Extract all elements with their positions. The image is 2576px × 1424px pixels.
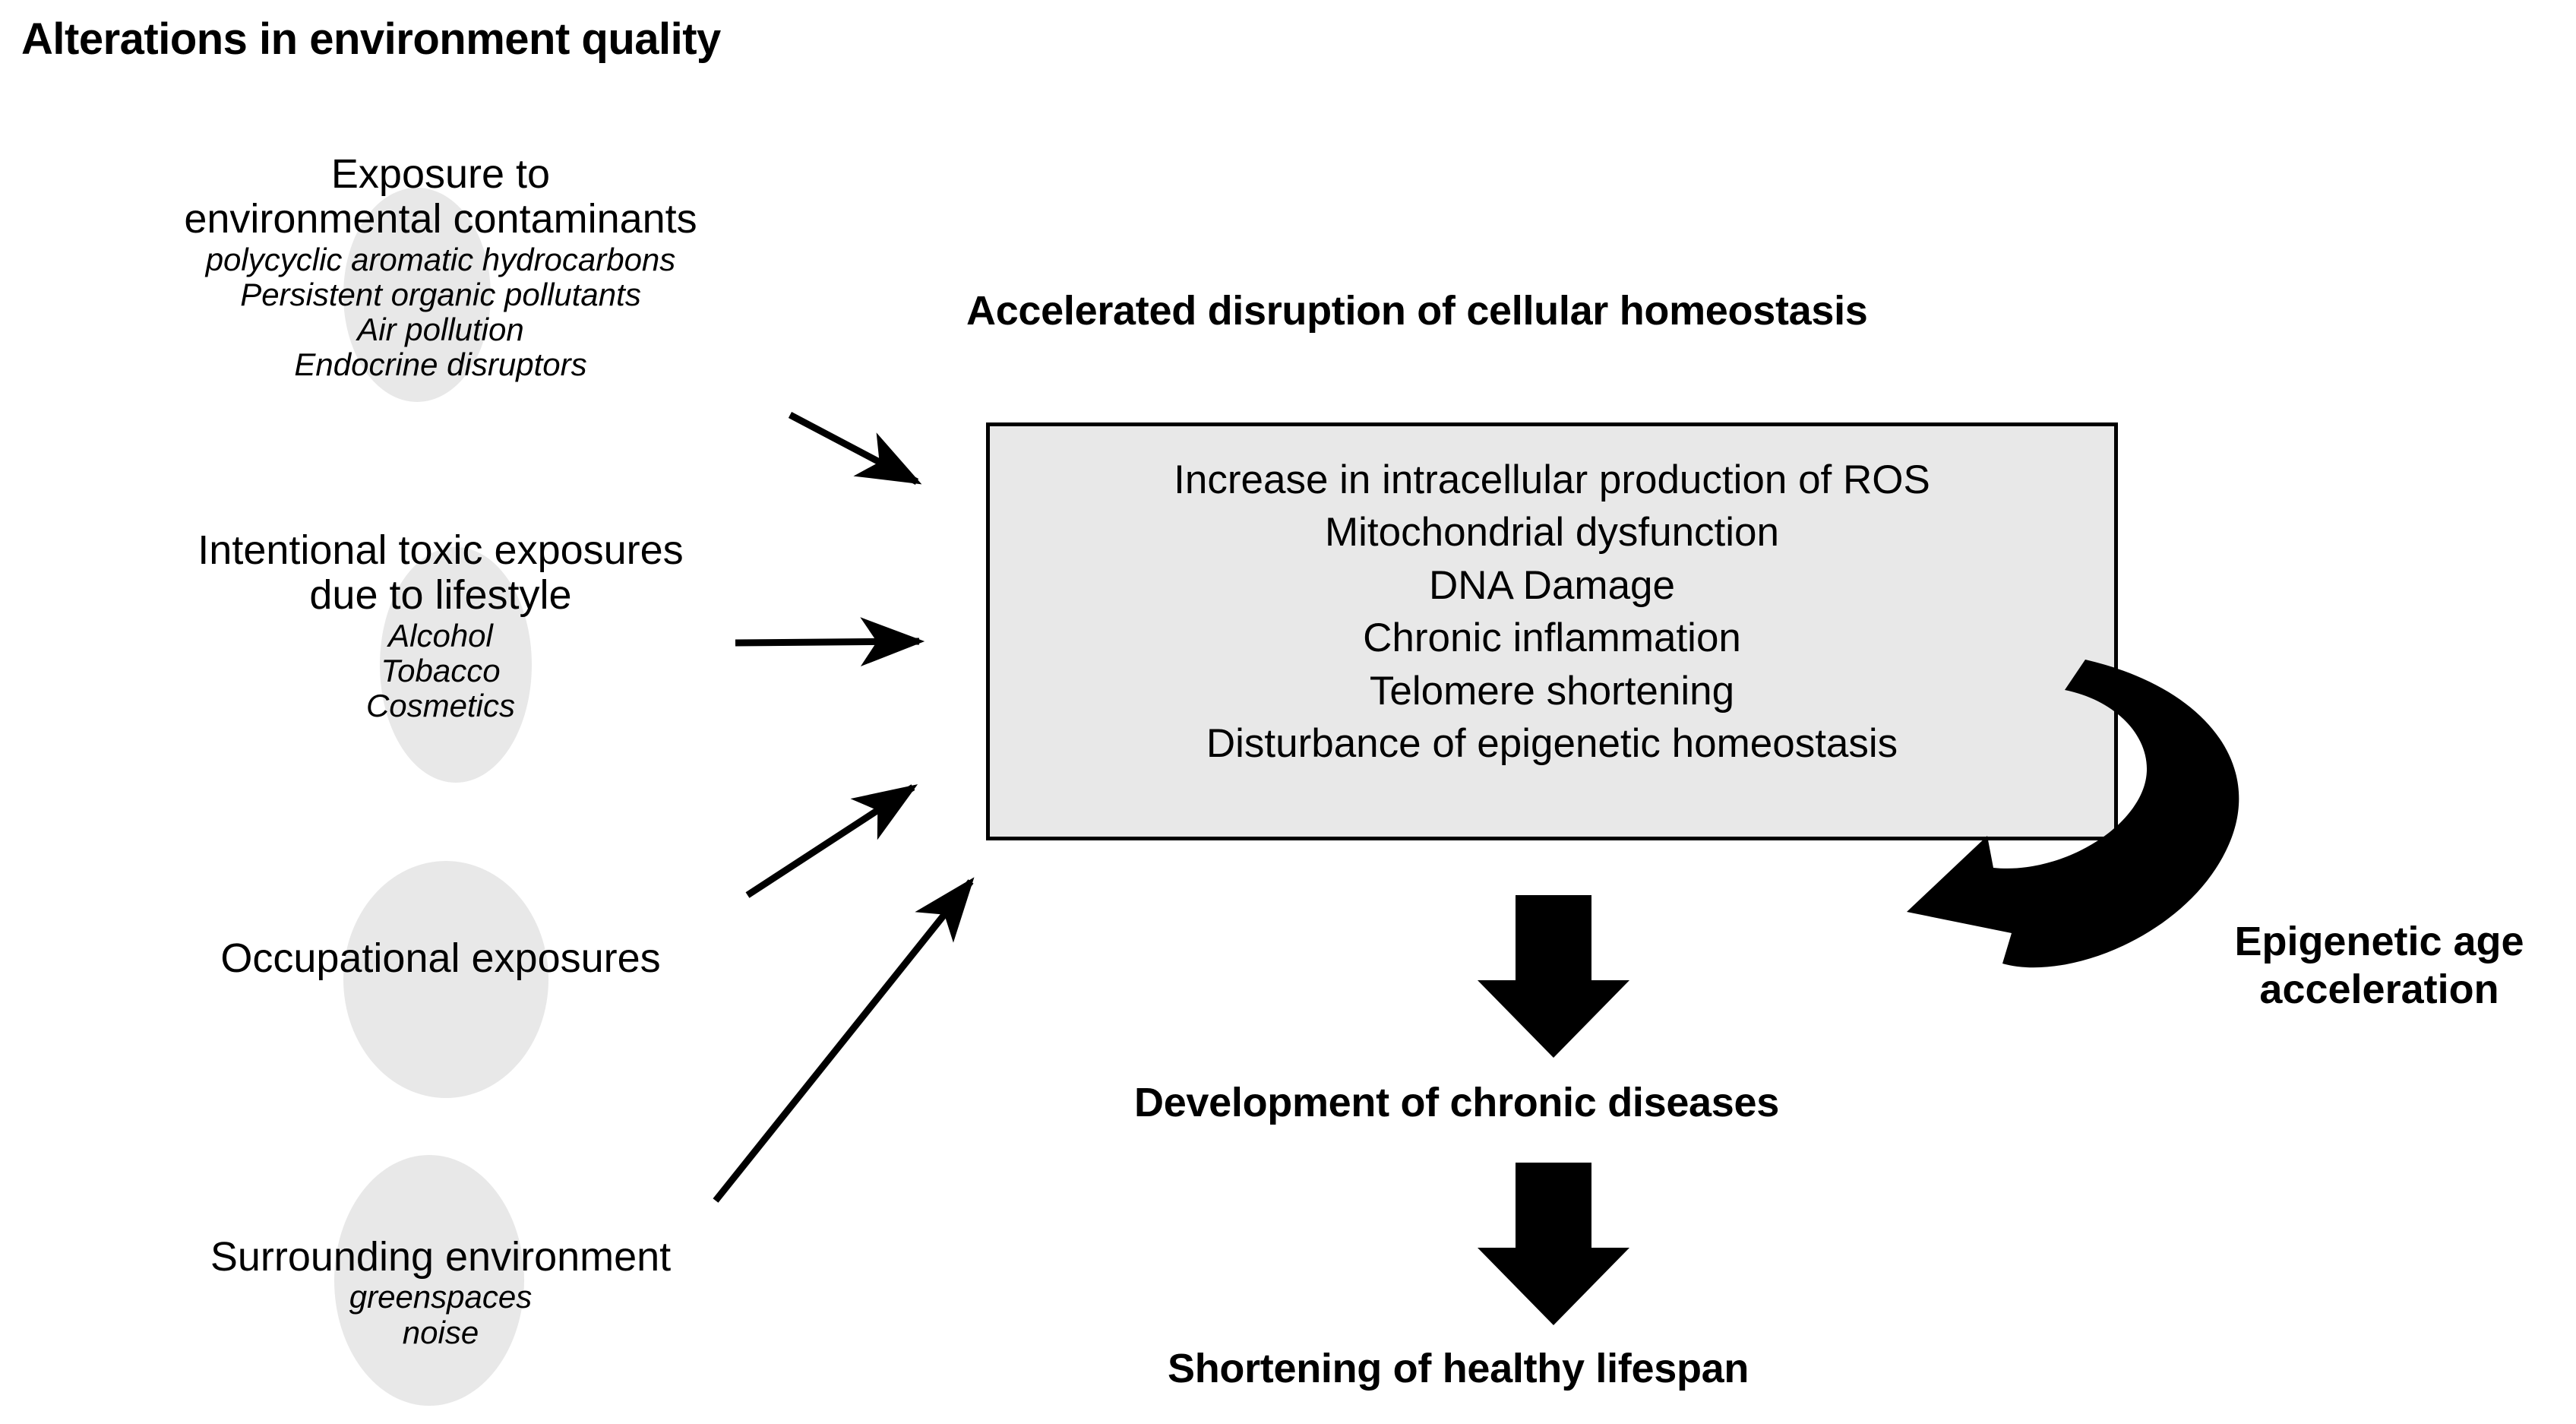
group-sub-line: Air pollution [357,312,524,348]
epi-age-line-2: acceleration [2259,966,2499,1012]
box-list-item: Chronic inflammation [1363,615,1741,661]
group-main-line: Surrounding environment [210,1234,672,1280]
epigenetic-age-acceleration-label: Epigenetic age acceleration [2197,918,2562,1013]
central-box-title: Accelerated disruption of cellular homeo… [966,288,1868,334]
group-intentional-toxic-exposures: Intentional toxic exposures due to lifes… [46,527,836,724]
gray-blob-occupational [343,861,548,1098]
box-list-item: Telomere shortening [1369,668,1735,714]
gray-blob-contaminants [343,188,491,402]
gray-blob-lifestyle [380,547,532,783]
group-sub-line: Tobacco [381,652,501,688]
block-arrow-chronic-to-lifespan [1478,1163,1629,1325]
group-main-line: due to lifestyle [309,572,572,619]
group-environmental-contaminants: Exposure to environmental contaminants p… [46,151,836,383]
epi-age-line-1: Epigenetic age [2234,919,2524,964]
group-main-line: environmental contaminants [184,196,697,242]
group-sub-line: greenspaces [349,1279,533,1315]
box-list-item: DNA Damage [1428,562,1676,608]
block-arrow-box-to-chronic-diseases [1478,895,1629,1058]
cellular-homeostasis-box: Increase in intracellular production of … [986,422,2118,840]
group-sub-line: Alcohol [388,617,493,653]
cellular-homeostasis-list: Increase in intracellular production of … [990,454,2114,771]
group-sub-line: noise [402,1314,479,1350]
group-main-line: Occupational exposures [220,935,661,981]
box-list-item: Increase in intracellular production of … [1174,457,1930,502]
outcome-chronic-diseases: Development of chronic diseases [1134,1080,1779,1125]
box-list-item: Mitochondrial dysfunction [1324,510,1780,555]
group-main-line: Intentional toxic exposures [198,527,684,573]
group-sub-line: polycyclic aromatic hydrocarbons [205,241,676,277]
group-surrounding-environment: Surrounding environment greenspaces nois… [46,1234,836,1350]
group-occupational-exposures: Occupational exposures [46,935,836,981]
page-title: Alterations in environment quality [21,14,721,64]
outcome-healthy-lifespan: Shortening of healthy lifespan [1168,1346,1749,1391]
gray-blob-surrounding [334,1155,524,1406]
connector-arrow-surrounding [713,877,975,1203]
group-sub-line: Endocrine disruptors [294,347,587,383]
group-sub-line: Persistent organic pollutants [240,276,641,312]
connector-arrow-contaminants [788,412,922,485]
group-main-line: Exposure to [330,151,551,197]
group-sub-line: Cosmetics [365,688,516,724]
connector-arrow-occupational [745,784,918,898]
box-list-item: Disturbance of epigenetic homeostasis [1206,721,1898,767]
